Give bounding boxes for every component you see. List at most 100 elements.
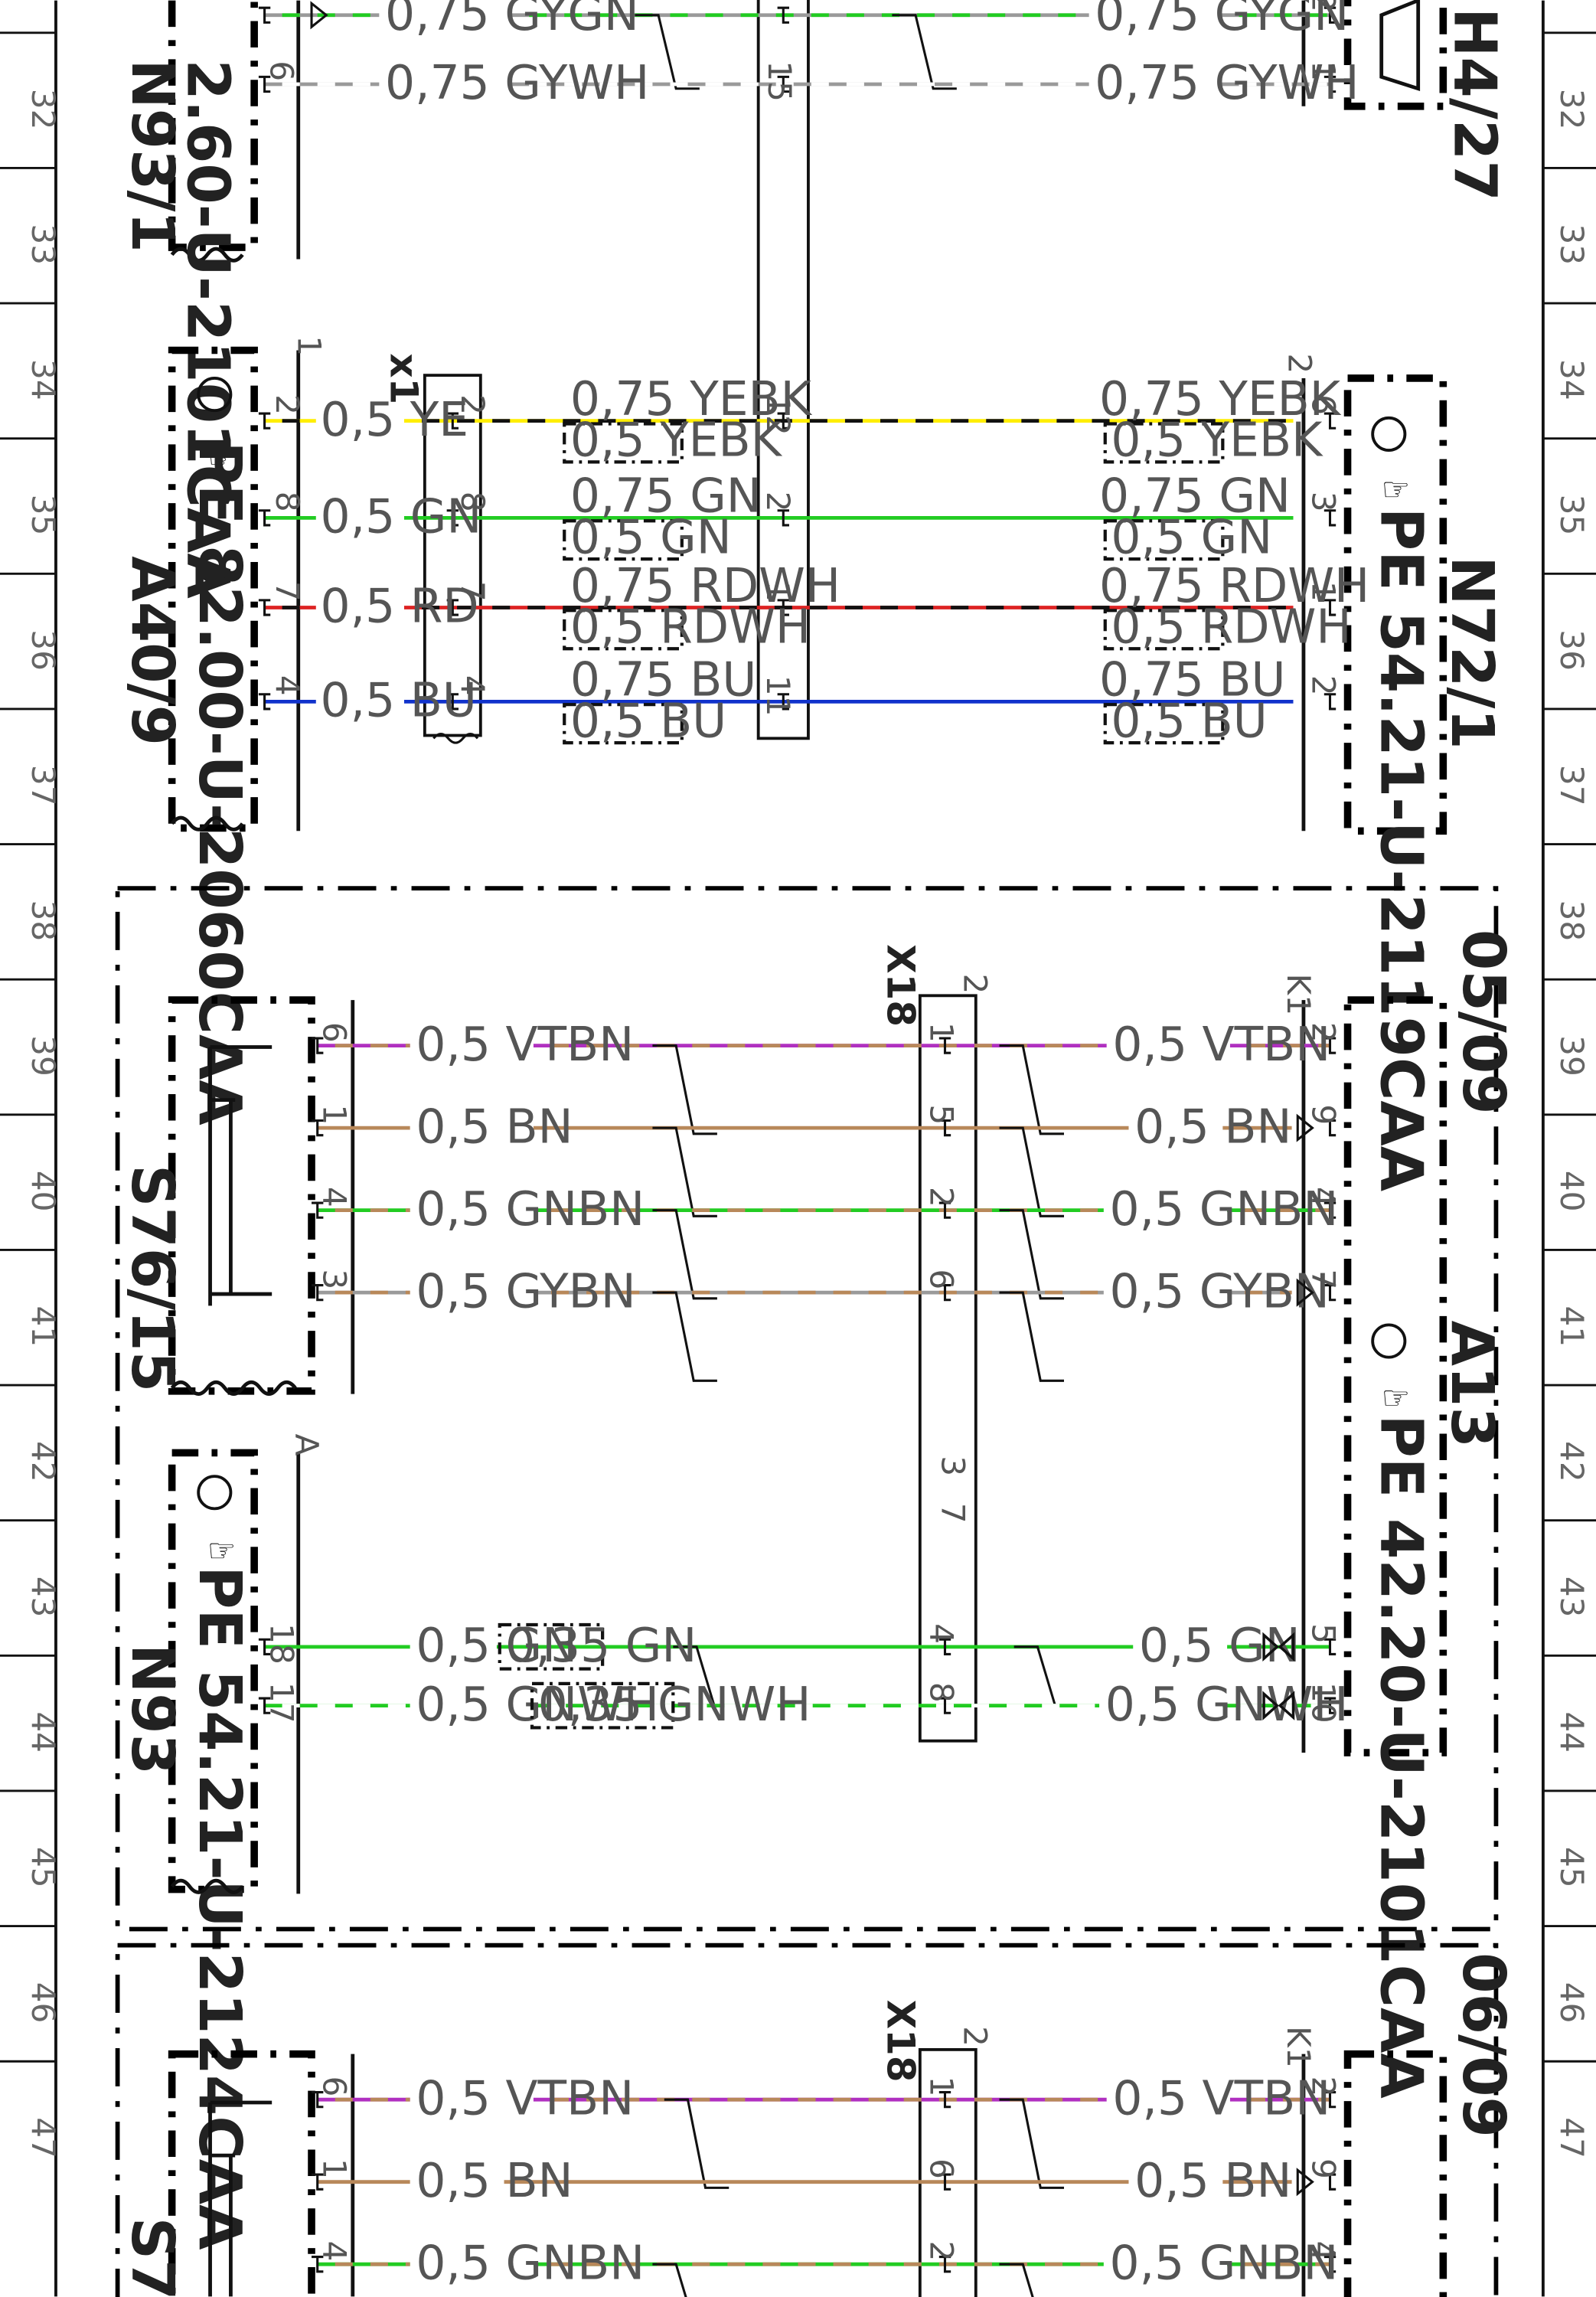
- wire-label: 0,75 RDWH: [1099, 559, 1369, 613]
- terminal-mark: [446, 412, 459, 430]
- terminal-mark: [312, 1119, 324, 1137]
- terminal-mark: [446, 509, 459, 527]
- terminal-mark: [258, 1697, 271, 1714]
- grid-row-label-left: 35: [24, 495, 62, 536]
- n93-doc: PE 54.21-U-2124CAA: [185, 1566, 253, 2250]
- n72-1-box: [1343, 374, 1447, 835]
- break-line: [170, 1380, 297, 1396]
- grid-row-label-left: 37: [24, 765, 62, 806]
- s76-1-box: [168, 2050, 315, 2297]
- twist-mark: [892, 14, 957, 90]
- arrow-icon: [310, 1, 328, 30]
- pin-number: 2: [269, 394, 306, 415]
- grid-row-label-left: 43: [24, 1577, 62, 1618]
- a40-9-id: A40/9: [118, 556, 186, 746]
- wire-label: 0,5 GYBN: [416, 1264, 635, 1318]
- grid-row-label-left: 41: [24, 1305, 62, 1347]
- twist-mark: [652, 1126, 717, 1217]
- wire-label: 0,75 GYWH: [1095, 56, 1359, 110]
- pin-number: 1: [922, 2076, 960, 2096]
- terminal-mark: [312, 2173, 324, 2191]
- a13-id: A13: [1438, 1321, 1506, 1448]
- transistor-icon: [197, 1475, 233, 1511]
- twist-mark: [999, 2098, 1064, 2189]
- terminal-mark: [777, 599, 789, 616]
- wire-label-alt: 0,5 GN: [1111, 510, 1272, 564]
- terminal-mark: [938, 2256, 951, 2273]
- wire-label: 0,75 RDWH: [570, 559, 840, 613]
- bidirectional-arrow-icon: [1262, 1691, 1295, 1720]
- terminal-mark: [777, 6, 789, 24]
- pin-number: 2: [922, 2240, 960, 2261]
- grid-row-label-right: 47: [1553, 2117, 1591, 2158]
- terminal-mark: [312, 2091, 324, 2109]
- terminal-mark: [258, 6, 271, 24]
- x18-pin-b: 7: [935, 1503, 972, 1524]
- wire-label-alt: 0,5 YEBK: [570, 413, 783, 468]
- a40-9-doc: PE 82.00-U-2060CAA: [185, 442, 253, 1126]
- grid-row-label-left: 33: [24, 224, 62, 265]
- pin-number: 7: [269, 581, 306, 602]
- wire-label: 0,75 BU: [1099, 653, 1285, 707]
- pin-number: 6: [922, 1269, 960, 1289]
- terminal-mark: [938, 2173, 951, 2191]
- x18-top: 2: [956, 974, 994, 995]
- hand-icon: ☞: [1382, 1380, 1411, 1416]
- alt-gauge-box: [563, 422, 684, 464]
- a40-9-pin1: 1: [291, 335, 328, 356]
- wire-label: 0,5 VTBN: [416, 1018, 634, 1072]
- h4-27-id: H4/27: [1441, 8, 1509, 201]
- wire-label: 0,5 GN: [416, 1619, 577, 1673]
- ref-06-09: 06/09: [1449, 1952, 1517, 2138]
- pin-number: 3: [1304, 492, 1342, 512]
- transistor-icon: [197, 377, 233, 413]
- a40-9-box: [168, 346, 258, 832]
- grid-row-label-left: 45: [24, 1847, 62, 1888]
- terminal-mark: [1323, 1284, 1337, 1302]
- terminal-mark: [258, 412, 271, 430]
- pin-number: 2: [759, 492, 797, 512]
- alt-gauge-box: [530, 1681, 675, 1730]
- terminal-mark: [1323, 599, 1337, 616]
- pin-number: 8: [454, 492, 491, 512]
- terminal-mark: [446, 693, 459, 711]
- wire-label: 0,75 GYWH: [385, 56, 649, 110]
- pin-number: 4: [454, 675, 491, 696]
- wire-label-alt: 0,35 GN: [505, 1619, 697, 1673]
- terminal-mark: [1323, 693, 1337, 711]
- twist-mark: [652, 2263, 687, 2297]
- terminal-mark: [938, 1037, 951, 1054]
- terminal-mark: [1323, 412, 1337, 430]
- n93-1-doc: 2.60-U-2101CAA: [174, 59, 242, 599]
- grid-row-label-left: 34: [24, 359, 62, 400]
- terminal-mark: [938, 1201, 951, 1219]
- terminal-mark: [1323, 1119, 1337, 1137]
- wire-label: 0,5 GNWH: [416, 1678, 659, 1732]
- terminal-mark: [258, 75, 271, 93]
- pin-number: 18: [263, 1623, 300, 1665]
- wire-label: 0,5 GNBN: [1110, 1182, 1339, 1237]
- wire-label: 0,5 VTBN: [416, 2071, 634, 2125]
- pin-number: 3: [315, 1269, 353, 1289]
- pin-number: 15: [761, 60, 798, 102]
- pin-number: 4: [315, 1187, 353, 1207]
- arrow-icon: [1296, 2168, 1314, 2197]
- twist-mark: [1013, 1645, 1079, 1707]
- terminal-mark: [1323, 1201, 1337, 1219]
- grid-row-label-left: 36: [24, 629, 62, 671]
- k1b-box: [1343, 2050, 1447, 2297]
- pin-number: 6: [922, 2158, 960, 2179]
- x18-connector: [918, 994, 978, 1743]
- transistor-icon: [1371, 416, 1407, 452]
- terminal-mark: [312, 1284, 324, 1302]
- wire-label: 0,5 RD: [321, 580, 479, 634]
